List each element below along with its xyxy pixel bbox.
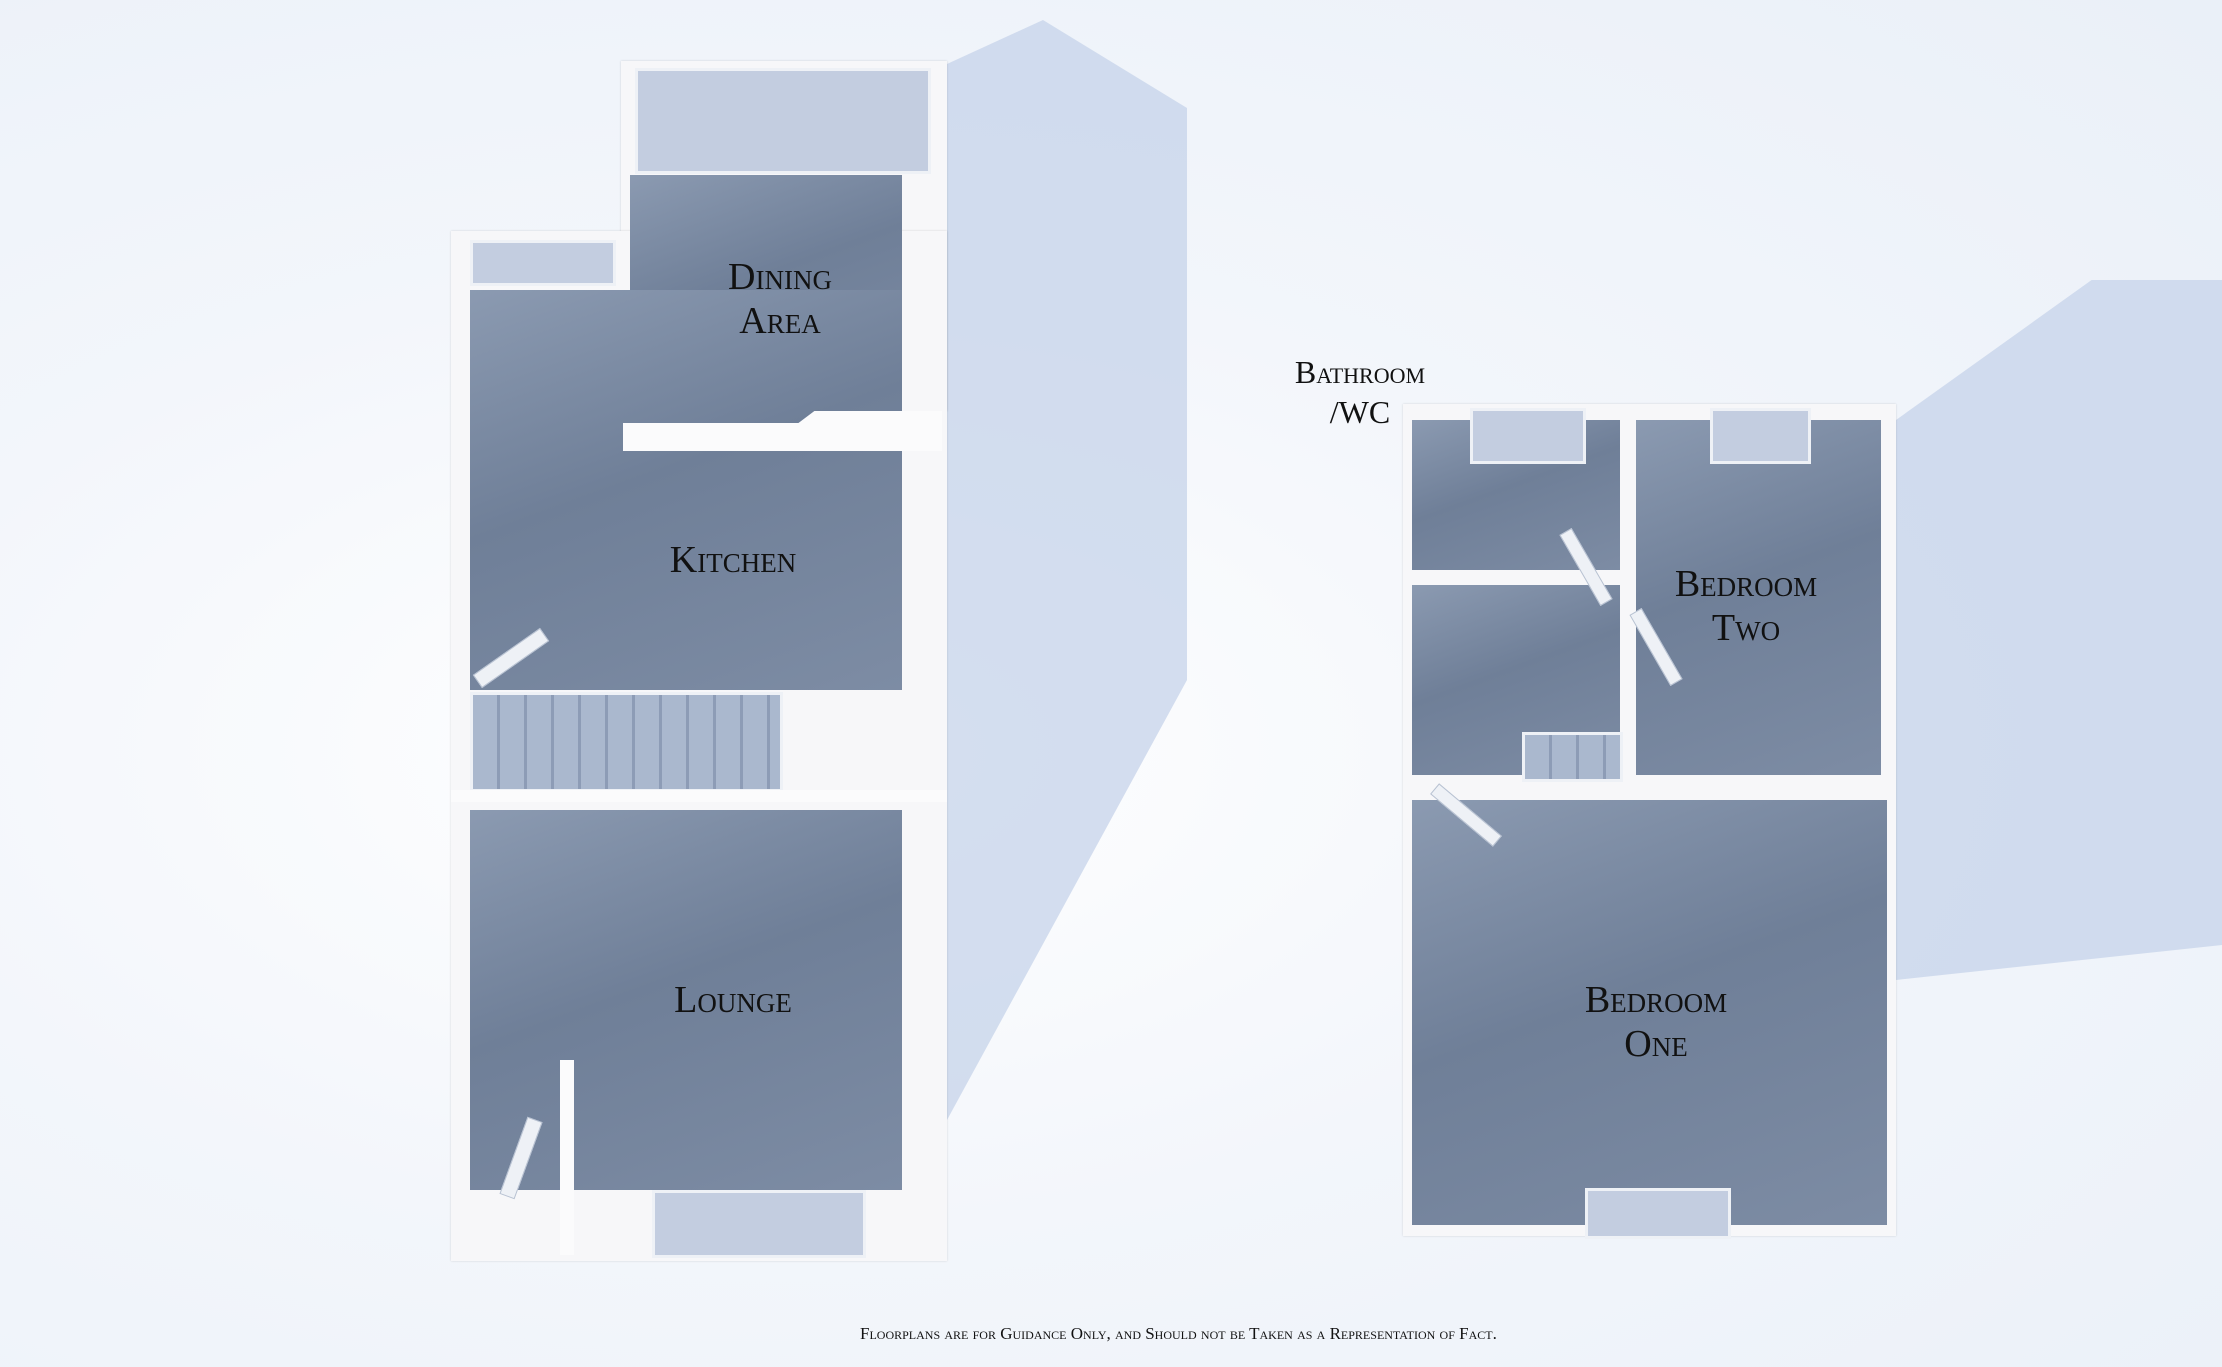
bathroom-window <box>1470 408 1586 464</box>
lounge-floor <box>470 810 902 1190</box>
kitchen-lounge-wall <box>451 790 947 802</box>
bedroom-one-window <box>1585 1188 1731 1239</box>
dining-label-line2: Area <box>739 300 821 342</box>
kitchen-label: Kitchen <box>669 539 797 581</box>
kitchen-floor <box>470 290 902 690</box>
bathroom-label-line2: /WC <box>1329 394 1391 430</box>
bathroom-label: Bathroom /WC <box>1260 352 1460 432</box>
bedroom-two-label-line2: Two <box>1711 607 1781 649</box>
lounge-bay-window <box>652 1190 866 1258</box>
bedroom-one-floor <box>1412 800 1887 1225</box>
bedroom-two-label-line1: Bedroom <box>1674 563 1818 605</box>
dining-area-label: Dining Area <box>690 255 870 343</box>
ground-floor-shadow <box>947 20 1187 1120</box>
ground-floor-stairs <box>470 692 783 792</box>
dining-bay-window <box>635 68 931 174</box>
lounge-porch-wall <box>560 1060 574 1255</box>
bedroom-two-label: Bedroom Two <box>1646 562 1846 650</box>
disclaimer-footer: Floorplans are for Guidance Only, and Sh… <box>860 1324 1497 1343</box>
bedroom-two-window <box>1710 408 1811 464</box>
bathroom-label-line1: Bathroom <box>1294 354 1426 390</box>
first-floor-shadow <box>1896 280 2222 980</box>
bedroom-one-label: Bedroom One <box>1556 978 1756 1066</box>
dining-label-line1: Dining <box>728 256 832 298</box>
bedroom-two-floor <box>1636 420 1881 775</box>
first-floor-stairs <box>1522 732 1623 782</box>
bedroom-one-label-line2: One <box>1624 1023 1688 1065</box>
bedroom-one-label-line1: Bedroom <box>1584 979 1728 1021</box>
side-window <box>470 240 616 286</box>
lounge-label: Lounge <box>674 979 792 1021</box>
